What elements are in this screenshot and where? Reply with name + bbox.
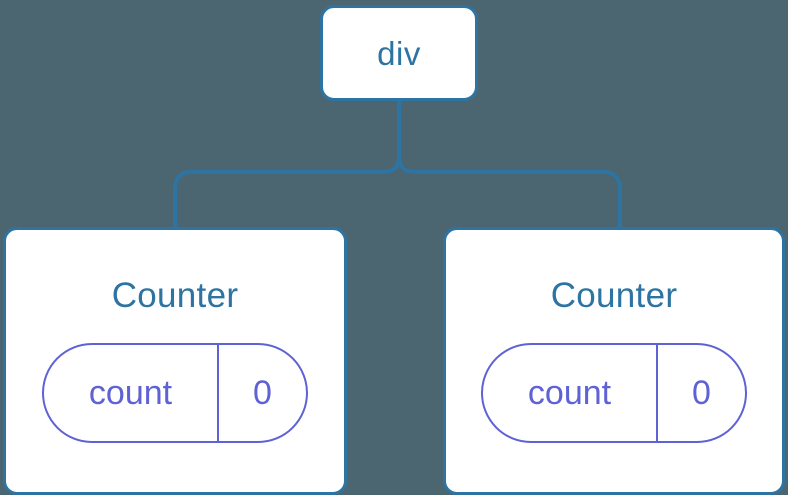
- node-counter-left[interactable]: Counter count 0: [3, 227, 347, 495]
- node-div-label: div: [377, 34, 421, 72]
- state-pill-left: count 0: [42, 343, 308, 443]
- state-key-left: count: [44, 345, 219, 441]
- node-counter-left-label: Counter: [111, 276, 239, 315]
- state-pill-right: count 0: [481, 343, 747, 443]
- connector-branch-right: [397, 153, 622, 229]
- node-div[interactable]: div: [320, 5, 478, 101]
- state-value-right: 0: [692, 374, 711, 412]
- state-value-left: 0: [253, 374, 272, 412]
- connector-branch-left: [173, 153, 401, 229]
- state-key-right: count: [483, 345, 658, 441]
- node-counter-right[interactable]: Counter count 0: [443, 227, 785, 495]
- node-counter-right-label: Counter: [550, 276, 678, 315]
